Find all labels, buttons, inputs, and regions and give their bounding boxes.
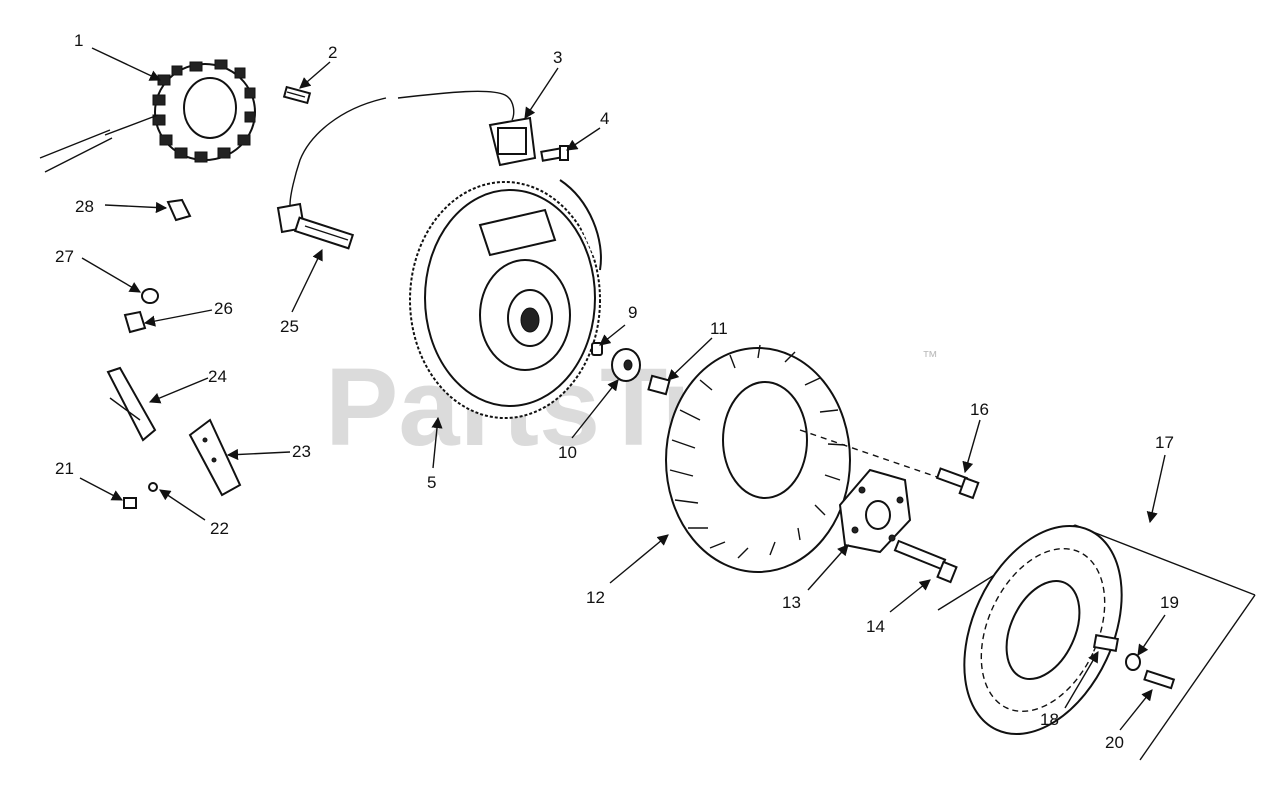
part-flywheel: [409, 179, 602, 419]
part-bracket-23: [188, 418, 242, 497]
part-washer-22: [148, 482, 158, 492]
callout-9: 9: [628, 303, 637, 322]
callout-20: 20: [1105, 733, 1124, 752]
callout-4: 4: [600, 109, 609, 128]
callout-2: 2: [328, 43, 337, 62]
callout-19: 19: [1160, 593, 1179, 612]
callout-16: 16: [970, 400, 989, 419]
part-stator: [39, 59, 256, 173]
part-bolt-2: [282, 85, 312, 105]
callout-12: 12: [586, 588, 605, 607]
part-washer-10: [611, 348, 641, 382]
part-fan-hub: [838, 468, 912, 554]
callout-21: 21: [55, 459, 74, 478]
part-clip-28: [166, 198, 192, 222]
part-nut-11: [647, 374, 671, 396]
part-blower-fan: [665, 344, 851, 573]
callout-17: 17: [1155, 433, 1174, 452]
leader-lines: [79, 47, 1166, 731]
part-screw-21: [123, 497, 137, 509]
callout-22: 22: [210, 519, 229, 538]
part-key: [591, 342, 603, 356]
part-bracket-24: [106, 366, 157, 442]
callout-13: 13: [782, 593, 801, 612]
part-screw-20: [1143, 669, 1176, 690]
callout-28: 28: [75, 197, 94, 216]
callout-24: 24: [208, 367, 227, 386]
part-spacer: [1092, 634, 1120, 652]
part-rotating-screen: [937, 524, 1256, 761]
part-nut-27: [141, 288, 159, 304]
part-bolt-14: [893, 539, 958, 584]
callout-18: 18: [1040, 710, 1059, 729]
callout-11: 11: [710, 319, 728, 338]
watermark-trademark: ™: [922, 349, 938, 366]
part-bolt-16: [799, 429, 980, 500]
callout-27: 27: [55, 247, 74, 266]
callout-1: 1: [74, 31, 83, 50]
part-washer-19: [1125, 653, 1141, 671]
part-spark-plug: [293, 216, 355, 250]
fan-blades: [669, 344, 846, 559]
callout-23: 23: [292, 442, 311, 461]
callout-5: 5: [427, 473, 436, 492]
callout-25: 25: [280, 317, 299, 336]
callout-10: 10: [558, 443, 577, 462]
callout-26: 26: [214, 299, 233, 318]
callout-14: 14: [866, 617, 885, 636]
callout-3: 3: [553, 48, 562, 67]
part-screw-4: [540, 145, 569, 162]
part-clip-26: [123, 310, 147, 334]
stator-teeth: [152, 59, 256, 163]
callout-labels: 1 2 3 4 5 9 10 11 12 13 14 16 17 18 19 2…: [55, 31, 1179, 752]
